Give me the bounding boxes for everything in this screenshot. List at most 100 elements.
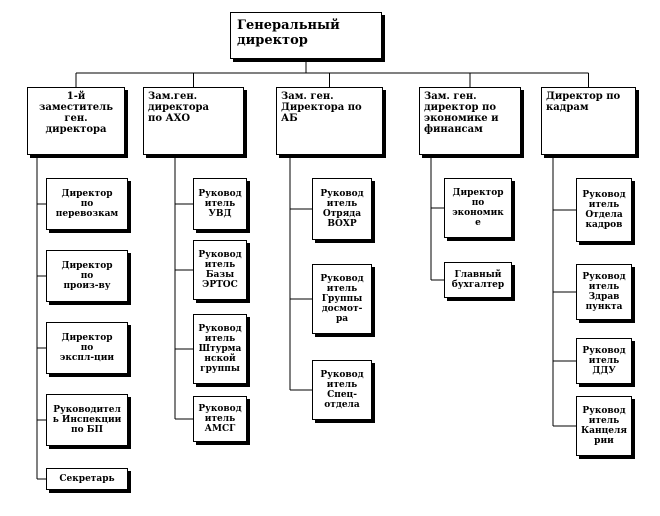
unit-box-head-health-line: пункта (585, 302, 623, 312)
unit-box-head-screening-line: Группы (321, 294, 363, 304)
unit-box-head-amsg-line: АМСГ (204, 424, 236, 434)
unit-box-head-personnel-line: Руковод (582, 190, 626, 200)
unit-box-head-vokhr-line: Отряда (322, 209, 362, 219)
unit-box-head-base-ertos-line: Базы (205, 270, 235, 280)
unit-box-director-economics-line: по (471, 198, 485, 208)
unit-box-head-vokhr-line: итель (326, 199, 358, 209)
unit-box-head-special-line: итель (326, 380, 358, 390)
unit-box-head-screening-line: досмот- (321, 304, 363, 314)
unit-box-director-operations-line: Директор (61, 333, 113, 343)
unit-box-head-navigation-line: Руковод (198, 324, 242, 334)
branch-head-director-hr-line: кадрам (546, 102, 589, 113)
unit-box-director-transport-line: по (80, 199, 94, 209)
unit-box-head-ddu-line: итель (588, 356, 620, 366)
unit-box-head-uvd-line: Руковод (198, 189, 242, 199)
unit-box-head-vokhr-line: ВОХР (327, 219, 357, 229)
branch-head-first-deputy-line: директора (45, 124, 107, 135)
unit-box-head-navigation-line: итель (204, 334, 236, 344)
unit-box-secretary-line: Секретарь (59, 474, 115, 484)
unit-box-chief-accountant-line: Главный (454, 270, 502, 280)
unit-box-head-inspection-line: Руководител (53, 405, 121, 415)
unit-box-director-production-line: по (80, 271, 94, 281)
unit-box-head-personnel-line: кадров (585, 220, 623, 230)
unit-box-head-screening-line: итель (326, 284, 358, 294)
unit-box-head-navigation-line: Штурма (198, 344, 242, 354)
branch-head-deputy-aho-line: Зам.ген. (148, 91, 198, 102)
unit-box-head-navigation-line: нской (204, 354, 236, 364)
unit-box-head-screening-line: Руковод (320, 274, 364, 284)
branch-head-first-deputy-line: 1-й (66, 91, 86, 102)
branch-head-deputy-economics-line: финансам (424, 124, 483, 135)
unit-box-head-navigation-line: группы (200, 364, 240, 374)
unit-box-chief-accountant-line: бухгалтер (451, 280, 505, 290)
unit-box-head-screening-line: ра (335, 314, 349, 324)
unit-box-director-operations-line: экспл-ции (59, 353, 115, 363)
unit-box-head-health-line: итель (588, 282, 620, 292)
unit-box-director-production-line: произ-ву (63, 281, 111, 291)
ceo-box-line: Генеральный (237, 18, 340, 33)
unit-box-director-production-line: Директор (61, 261, 113, 271)
unit-box-head-inspection-line: ь Инспекции (52, 415, 122, 425)
unit-box-head-health-line: Руковод (582, 272, 626, 282)
branch-head-deputy-economics-line: директор по (424, 102, 496, 113)
unit-box-director-transport-line: Директор (61, 189, 113, 199)
branch-head-director-hr-line: Директор по (546, 91, 621, 102)
unit-box-director-economics-line: е (475, 218, 481, 228)
unit-box-secretary: Секретарь (46, 468, 128, 490)
unit-box-head-vokhr-line: Руковод (320, 189, 364, 199)
branch-head-deputy-aho-line: по АХО (148, 113, 191, 124)
unit-box-head-ddu-line: Руковод (582, 346, 626, 356)
unit-box-head-personnel-line: Отдела (585, 210, 623, 220)
branch-head-deputy-economics-line: Зам. ген. (424, 91, 477, 102)
branch-head-deputy-ab-line: Директора по (281, 102, 362, 113)
unit-box-head-office-line: Канцеля (581, 426, 627, 436)
unit-box-head-special-line: Руковод (320, 370, 364, 380)
unit-box-director-transport-line: перевозкам (55, 209, 119, 219)
unit-box-director-economics-line: экономик (452, 208, 504, 218)
unit-box-head-health-line: Здрав (588, 292, 620, 302)
branch-head-deputy-economics-line: экономике и (424, 113, 499, 124)
branch-head-first-deputy-line: заместитель (38, 102, 113, 113)
unit-box-head-personnel-line: итель (588, 200, 620, 210)
unit-box-head-uvd-line: УВД (208, 209, 232, 219)
branch-head-first-deputy-line: ген. (64, 113, 88, 124)
unit-box-head-base-ertos-line: ЭРТОС (202, 280, 238, 290)
branch-head-deputy-ab-line: АБ (281, 113, 298, 124)
unit-box-head-base-ertos-line: итель (204, 260, 236, 270)
ceo-box-line: директор (237, 33, 308, 48)
unit-box-head-ddu-line: ДДУ (592, 366, 616, 376)
unit-box-head-inspection-line: по БП (71, 425, 103, 435)
branch-head-deputy-ab-line: Зам. ген. (281, 91, 334, 102)
unit-box-head-base-ertos-line: Руковод (198, 250, 242, 260)
unit-box-head-special-line: отдела (324, 400, 360, 410)
unit-box-head-amsg-line: итель (204, 414, 236, 424)
unit-box-director-operations-line: по (80, 343, 94, 353)
unit-box-head-office-line: итель (588, 416, 620, 426)
unit-box-head-amsg-line: Руковод (198, 404, 242, 414)
unit-box-head-office-line: рии (594, 436, 614, 446)
branch-head-deputy-aho-line: директора (148, 102, 209, 113)
